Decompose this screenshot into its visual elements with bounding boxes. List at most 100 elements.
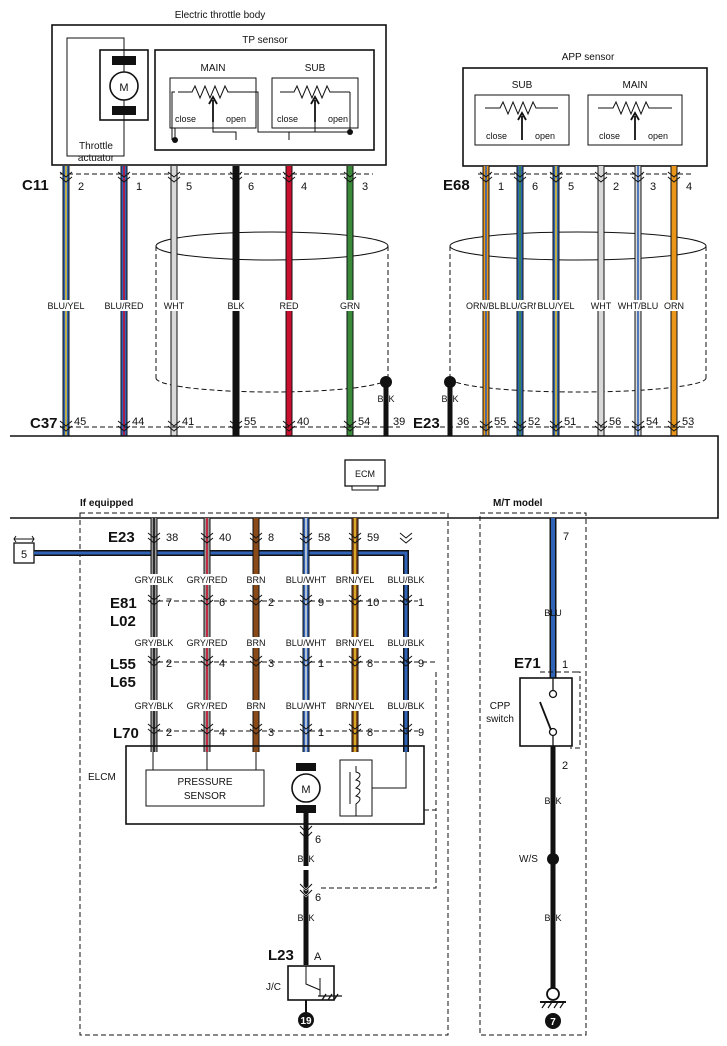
throttle-actuator-label2: actuator: [78, 153, 115, 164]
tp-main-open: open: [226, 114, 246, 124]
mt-model-region: [479, 512, 587, 1036]
app-main-close: close: [599, 131, 620, 141]
lower-wire-label-b-5: BRN/YEL: [336, 638, 375, 648]
top-pin-7: 1: [498, 181, 504, 193]
tp-main-label: MAIN: [201, 63, 226, 74]
top-wire-label-11: WHT/BLU: [618, 301, 659, 311]
pressure-sensor-label1: PRESSURE: [177, 777, 232, 788]
lower-wire-label-c-6: BLU/BLK: [387, 701, 424, 711]
lower-wire-label-c-4: BLU/WHT: [286, 701, 327, 711]
elcm-wire-blk-2: BLK: [297, 913, 314, 923]
tp-main-close: close: [175, 114, 196, 124]
connector-l65: L65: [110, 674, 136, 691]
lower-wire-label-b-6: BLU/BLK: [387, 638, 424, 648]
app-main-resistor: [598, 100, 672, 116]
top-pin-4: 6: [248, 181, 254, 193]
e23-pin-2: 40: [219, 532, 231, 544]
lower-wire-label-a-3: BRN: [246, 575, 265, 585]
top-pin-3: 5: [186, 181, 192, 193]
top-wire-label-8: BLU/GRN: [500, 301, 540, 311]
mt-ground-icon: [540, 987, 566, 1009]
top-wire-label-1: BLU/YEL: [47, 301, 84, 311]
top-wire-label-6: GRN: [340, 301, 360, 311]
lower-wire-label-c-5: BRN/YEL: [336, 701, 375, 711]
ws-label: W/S: [519, 854, 538, 865]
ecm-label: ECM: [355, 469, 375, 479]
top-pin-5: 4: [301, 181, 307, 193]
connector-l55: L55: [110, 656, 136, 673]
e23-pin-4: 58: [318, 532, 330, 544]
bottom-pin-1: 45: [74, 416, 86, 428]
top-pin-10: 2: [613, 181, 619, 193]
l70-pin-4: 1: [318, 727, 324, 739]
ground-19: 19: [300, 1016, 312, 1027]
l55-pin-2: 4: [219, 658, 225, 670]
if-equipped-region: [79, 512, 449, 1036]
bottom-pin-7: 55: [494, 416, 506, 428]
throttle-body-title: Electric throttle body: [175, 10, 266, 21]
l55-pin-3: 3: [268, 658, 274, 670]
l70-pin-2: 4: [219, 727, 225, 739]
top-pin-8: 6: [532, 181, 538, 193]
throttle-actuator: M: [66, 37, 149, 157]
shield-blk-right: BLK: [441, 394, 458, 404]
bottom-pin-10: 56: [609, 416, 621, 428]
tp-sub-resistor: [280, 84, 350, 100]
l70-pin-6: 9: [418, 727, 424, 739]
top-wire-label-7: ORN/BLU: [466, 301, 506, 311]
connector-e23-lower: E23: [108, 529, 135, 546]
bottom-pin-11: 54: [646, 416, 658, 428]
app-sensor-box: [462, 67, 708, 167]
svg-text:M: M: [301, 784, 310, 796]
shield-left: [155, 231, 389, 393]
if-equipped-label: If equipped: [80, 498, 133, 509]
bottom-pin-12: 53: [682, 416, 694, 428]
lower-wire-label-a-1: GRY/BLK: [135, 575, 174, 585]
e81-pin-1: 7: [166, 597, 172, 609]
e81-pin-2: 6: [219, 597, 225, 609]
elcm-solenoid-icon: [339, 752, 407, 817]
bottom-pin-5: 40: [297, 416, 309, 428]
l70-pin-3: 3: [268, 727, 274, 739]
tp-sensor-box: [154, 49, 375, 151]
top-wires: 245BLU/YEL144BLU/RED541WHT655BLK440RED35…: [45, 166, 694, 436]
ground-19-icon: [298, 1012, 314, 1028]
jc-label: J/C: [266, 982, 281, 993]
elcm-motor: M: [291, 763, 321, 813]
l70-pin-1: 2: [166, 727, 172, 739]
pin-e23-36: 36: [457, 416, 469, 428]
app-main-open: open: [648, 131, 668, 141]
motor-icon: [109, 71, 139, 101]
top-pin-1: 2: [78, 181, 84, 193]
tp-sensor-title: TP sensor: [242, 35, 288, 46]
lower-wire-label-a-4: BLU/WHT: [286, 575, 327, 585]
lower-wire-label-b-3: BRN: [246, 638, 265, 648]
elcm-pin-6a: 6: [315, 834, 321, 846]
e81-pin-6: 1: [418, 597, 424, 609]
top-wire-label-3: WHT: [164, 301, 185, 311]
throttle-body-box: [51, 24, 387, 166]
connector-e81: E81: [110, 595, 137, 612]
connector-l02: L02: [110, 613, 136, 630]
top-wire-label-5: RED: [279, 301, 299, 311]
connector-e23-top: E23: [413, 415, 440, 432]
lower-wire-label-c-2: GRY/RED: [187, 701, 228, 711]
l55-pin-6: 9: [418, 658, 424, 670]
connector-c11: C11: [22, 177, 49, 194]
connector-e71: E71: [514, 655, 541, 672]
cpp-switch-icon: [519, 677, 573, 747]
e23-pin-5: 59: [367, 532, 379, 544]
top-wire-label-4: BLK: [227, 301, 244, 311]
l55-pin-4: 1: [318, 658, 324, 670]
app-sub-box: [474, 94, 570, 146]
top-pin-6: 3: [362, 181, 368, 193]
e23-pin-1: 38: [166, 532, 178, 544]
cpp-switch-label2: switch: [486, 714, 514, 725]
lower-wire-label-a-5: BRN/YEL: [336, 575, 375, 585]
e81-pin-4: 9: [318, 597, 324, 609]
lower-wire-label-b-2: GRY/RED: [187, 638, 228, 648]
motor-symbol: M: [119, 82, 128, 94]
shield-blk-left: BLK: [377, 394, 394, 404]
mt-pin-1: 1: [562, 659, 568, 671]
